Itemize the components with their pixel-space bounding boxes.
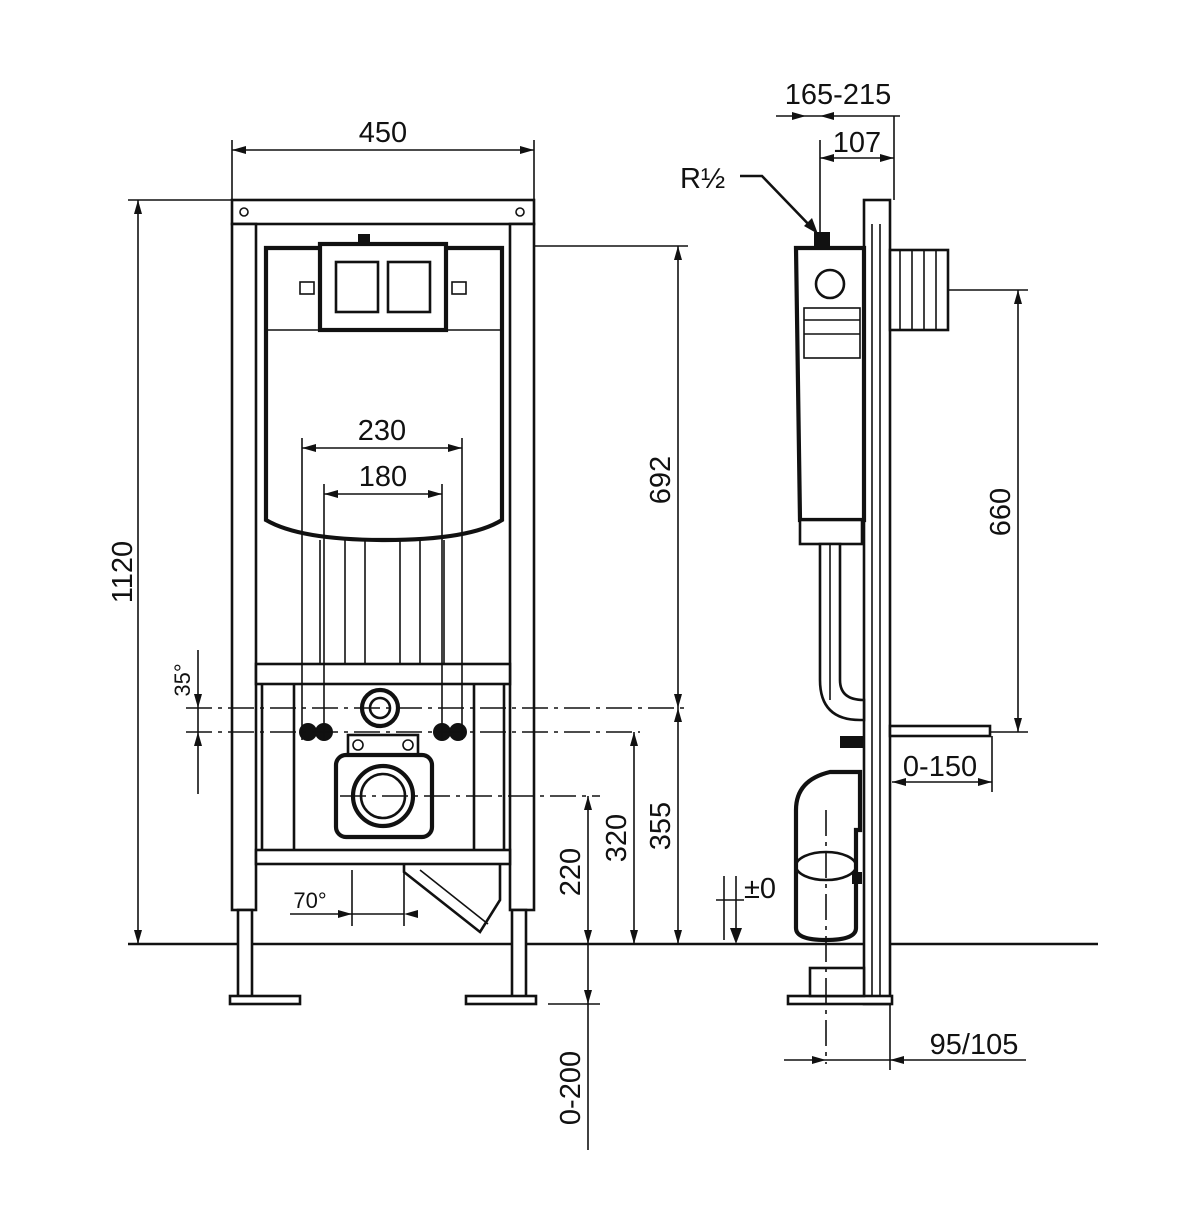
left-post	[230, 222, 258, 912]
plate-clip	[299, 281, 315, 295]
left-foot	[228, 994, 302, 1006]
side-foot-block	[808, 966, 866, 998]
dim-355: 355	[645, 802, 677, 850]
bottom-crossbar	[254, 848, 512, 866]
left-leg	[236, 908, 254, 1000]
mount-hole	[515, 207, 525, 217]
side-flush-plate	[888, 248, 950, 332]
dim-320: 320	[601, 814, 633, 862]
side-flush-pipe	[818, 542, 866, 722]
dim-outlet-offset: 95/105	[930, 1029, 1019, 1061]
dim-depth-range: 165-215	[785, 79, 891, 111]
dim-35: 35°	[170, 663, 195, 696]
side-waste-clip	[852, 872, 862, 884]
waste-pipe-angle	[402, 864, 502, 934]
front-view	[128, 198, 1098, 1006]
dim-inlet-outer: 230	[358, 415, 406, 447]
right-leg	[510, 908, 528, 1000]
side-cistern-base	[798, 518, 864, 546]
side-mechanism	[803, 307, 861, 359]
waste-pipe-line	[419, 869, 489, 925]
side-post	[862, 198, 892, 1006]
inlet-valve	[358, 234, 370, 244]
dim-inlet-inner: 180	[359, 461, 407, 493]
dim-side-660: 660	[985, 488, 1017, 536]
dim-foot-adjustment: 0-200	[555, 1051, 587, 1125]
fixing-bolt	[299, 723, 317, 741]
right-post	[508, 222, 536, 912]
bracket-screw	[352, 739, 364, 751]
dim-wall-offset: 0-150	[903, 751, 977, 783]
middle-crossbar	[254, 662, 512, 686]
side-inlet-valve	[814, 232, 830, 248]
flush-button-left	[334, 260, 380, 314]
dim-frame-height: 1120	[107, 541, 139, 603]
dim-cistern-height: 692	[645, 456, 677, 504]
front-dimensions: 450 1120 230 180 692 355	[107, 117, 776, 1150]
plate-clip	[451, 281, 467, 295]
dim-water-inlet: R½	[680, 163, 725, 195]
mount-hole	[239, 207, 249, 217]
side-dimensions: 165-215 107 R½ 660 0-150 95/105	[680, 79, 1028, 1070]
dim-depth-107: 107	[833, 127, 881, 159]
side-fixing-rod	[888, 724, 992, 738]
bracket-screw	[402, 739, 414, 751]
side-waste-bend	[793, 769, 863, 943]
flush-button-right	[386, 260, 432, 314]
right-foot	[464, 994, 538, 1006]
waste-bracket	[346, 733, 420, 757]
dim-220: 220	[555, 848, 587, 896]
dim-70: 70°	[293, 888, 326, 913]
dim-frame-width: 450	[359, 117, 407, 149]
side-bracket	[840, 736, 864, 748]
flush-plate	[317, 241, 449, 333]
dim-floor-level: ±0	[744, 873, 776, 905]
side-inlet-ring	[814, 268, 846, 300]
side-view	[786, 198, 992, 1064]
top-crossbar	[230, 198, 536, 226]
